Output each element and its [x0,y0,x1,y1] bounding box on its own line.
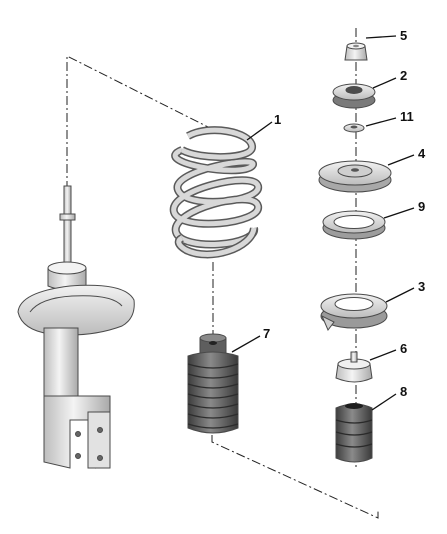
leader-lines [231,35,415,411]
callout-1: 1 [274,112,281,127]
strut-bolt-hole [75,453,81,459]
strut-rod-collar [59,213,76,221]
callout-3: 3 [418,279,425,294]
part-4-support-cup [318,160,392,193]
callout-7: 7 [263,326,270,341]
callout-4: 4 [418,146,426,161]
part-6-stop-cup [335,351,373,383]
part-8-bump-stop [335,403,373,463]
callout-9: 9 [418,199,425,214]
assembly-line-bottom [211,435,379,519]
callouts: 1 2 3 4 5 6 7 8 9 11 [263,28,426,399]
callout-6: 6 [400,341,407,356]
part-7-dust-boot [187,333,239,434]
strut-bolt-hole [97,427,103,433]
strut-bracket-plate [87,411,111,469]
callout-11: 11 [400,109,414,124]
strut-bolt-hole [75,431,81,437]
strut-bolt-hole [97,455,103,461]
strut-body [43,327,79,399]
strut-assembly [17,185,135,469]
part-5-nut [344,42,368,61]
assembly-line-strut-top [66,55,211,190]
part-1-coil-spring [169,126,262,259]
strut-spring-seat-rim [29,295,123,313]
callout-5: 5 [400,28,407,43]
part-3-spring-seat [320,293,388,331]
part-11-washer [343,123,365,133]
assembly-lines [66,28,379,519]
strut-rod [63,185,72,267]
strut-top-mount-cap [47,261,87,275]
part-2-upper-mount [332,83,376,109]
callout-2: 2 [400,68,407,83]
part-9-bearing-ring [322,210,386,240]
callout-8: 8 [400,384,407,399]
